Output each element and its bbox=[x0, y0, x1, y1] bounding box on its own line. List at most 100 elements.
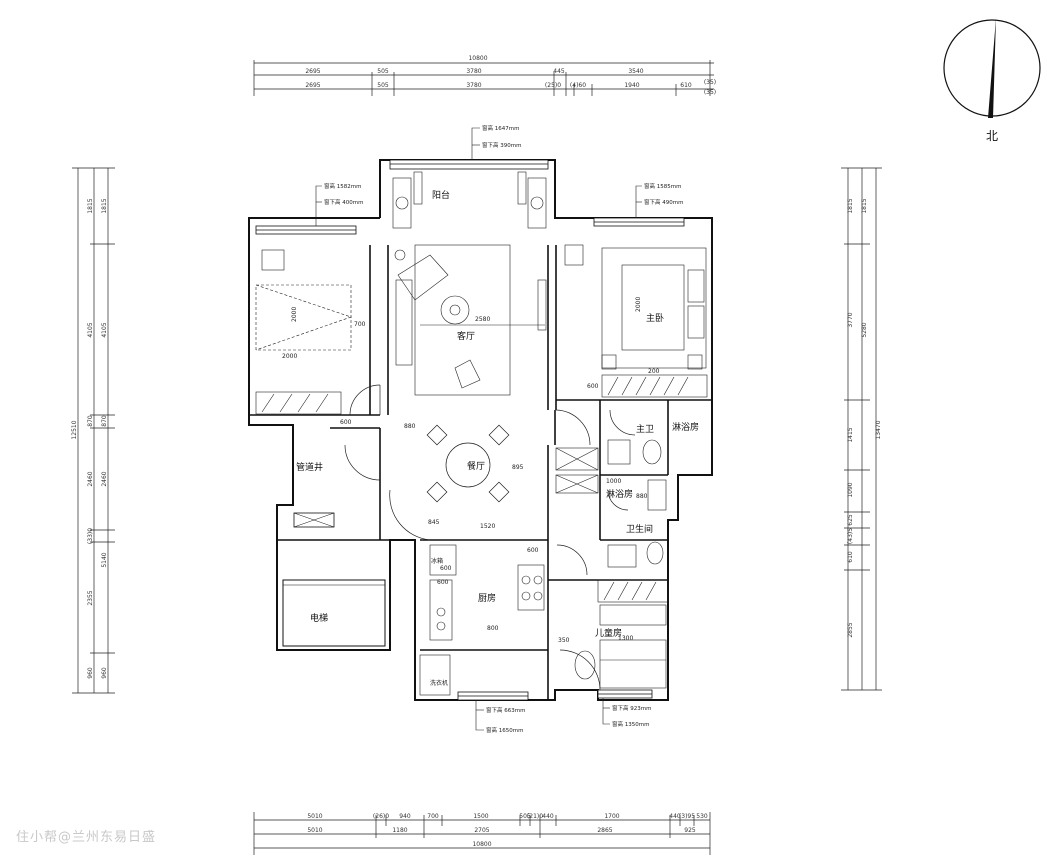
master-bedroom-furniture bbox=[564, 244, 708, 398]
left-bedroom-furniture bbox=[255, 249, 352, 415]
dim-left-c2-5: 2355 bbox=[87, 590, 94, 605]
dim-bot-r2-0: 5010 bbox=[307, 827, 322, 834]
dim-right-c3-0: 1815 bbox=[861, 198, 868, 213]
dim-top-r2-4: (4)60 bbox=[570, 82, 586, 89]
dim-bot-r1-11: 530 bbox=[696, 813, 708, 820]
note-bottom-sill: 窗下高 663mm bbox=[486, 706, 525, 714]
dim-right-c2-5: (43)5 bbox=[847, 528, 854, 544]
dim-right-c2-6: 610 bbox=[847, 551, 854, 563]
room-label-shower-2: 淋浴房 bbox=[606, 488, 633, 500]
dim-int-11: 350 bbox=[558, 637, 570, 644]
dim-int-15: 600 bbox=[587, 383, 599, 390]
dim-bot-total: 10800 bbox=[472, 841, 491, 848]
dim-bot-r2-1: 1180 bbox=[392, 827, 407, 834]
note-left-height: 窗高 1582mm bbox=[324, 182, 361, 190]
compass-north-label: 北 bbox=[986, 129, 998, 143]
dim-bot-r1-3: 700 bbox=[427, 813, 439, 820]
dim-bot-r1-5: 505 bbox=[519, 813, 531, 820]
room-label-master: 主卧 bbox=[646, 312, 664, 324]
note-top-height: 窗高 1647mm bbox=[482, 124, 519, 132]
windows bbox=[255, 159, 685, 701]
label-washer: 洗衣机 bbox=[430, 679, 448, 687]
room-label-elevator: 电梯 bbox=[310, 612, 328, 624]
dim-int-1: 2000 bbox=[291, 307, 298, 322]
note-bottom-right-sill: 窗下高 923mm bbox=[612, 704, 651, 712]
dim-left-c2-2: 870 bbox=[87, 415, 94, 427]
room-label-balcony: 阳台 bbox=[432, 189, 450, 201]
dim-right-c3-1: 3770 bbox=[847, 312, 854, 327]
second-bath-fixtures bbox=[607, 479, 667, 568]
label-fridge: 冰箱 bbox=[431, 557, 443, 565]
dim-int-0: 2000 bbox=[282, 353, 297, 360]
dim-left-c3-0: 1815 bbox=[101, 198, 108, 213]
dining-table bbox=[426, 424, 510, 503]
room-label-master-bath: 主卫 bbox=[636, 423, 654, 435]
dim-top-r1-5: (35) bbox=[704, 79, 716, 86]
dim-int-14: 895 bbox=[512, 464, 524, 471]
dim-top-r1-4: 3540 bbox=[628, 68, 643, 75]
dim-left-c2-6: 960 bbox=[87, 667, 94, 679]
dim-top-r2-6: 610 bbox=[680, 82, 692, 89]
dim-top-r2-1: 505 bbox=[377, 82, 389, 89]
dim-left-c3-1: 4105 bbox=[101, 322, 108, 337]
dim-bot-r1-1: (26)0 bbox=[373, 813, 389, 820]
dim-right-c2-1: 5280 bbox=[861, 322, 868, 337]
top-dimension-lines bbox=[253, 60, 714, 96]
dim-top-r1-2: 3780 bbox=[466, 68, 481, 75]
dim-bot-r1-4: 1500 bbox=[473, 813, 488, 820]
dim-left-c3-4: 5140 bbox=[101, 552, 108, 567]
dim-bot-r2-2: 2705 bbox=[474, 827, 489, 834]
room-label-duct: 管道井 bbox=[296, 461, 323, 473]
dim-top-r1-3: 445 bbox=[553, 68, 565, 75]
note-left-sill: 窗下高 400mm bbox=[324, 198, 363, 206]
dim-int-10: 800 bbox=[487, 625, 499, 632]
duct-cabinet bbox=[293, 512, 335, 528]
elevator-shaft bbox=[282, 579, 386, 647]
dim-int-18: 200 bbox=[648, 368, 660, 375]
dim-bot-r1-9: 440 bbox=[669, 813, 681, 820]
dim-int-5: 2580 bbox=[475, 316, 490, 323]
dim-left-c3-3: 2460 bbox=[101, 471, 108, 486]
dim-top-r1-1: 505 bbox=[377, 68, 389, 75]
dim-top-r2-3: (25)0 bbox=[545, 82, 561, 89]
note-bottom-right-height: 窗高 1350mm bbox=[612, 720, 649, 728]
note-bottom-height: 窗高 1650mm bbox=[486, 726, 523, 734]
dim-int-17: 2000 bbox=[635, 297, 642, 312]
note-right-height: 窗高 1585mm bbox=[644, 182, 681, 190]
note-right-sill: 窗下高 490mm bbox=[644, 198, 683, 206]
dim-left-c2-1: 4105 bbox=[87, 322, 94, 337]
dim-right-c2-3: 1090 bbox=[847, 482, 854, 497]
bottom-dimension-lines bbox=[253, 812, 711, 855]
room-label-bathroom: 卫生间 bbox=[626, 523, 653, 535]
dim-right-c2-4: 625 bbox=[847, 514, 854, 526]
kitchen-fixtures bbox=[419, 544, 545, 696]
living-room-furniture bbox=[394, 244, 547, 396]
dim-bot-r1-0: 5010 bbox=[307, 813, 322, 820]
children-room-furniture bbox=[574, 579, 669, 689]
dim-int-3: 600 bbox=[340, 419, 352, 426]
dim-top-r2-5: 1940 bbox=[624, 82, 639, 89]
dim-int-7: 600 bbox=[527, 547, 539, 554]
dim-int-8: 600 bbox=[437, 579, 449, 586]
right-dimension-lines bbox=[841, 167, 882, 691]
dim-int-2: 700 bbox=[354, 321, 366, 328]
dim-left-c2-0: 1815 bbox=[87, 198, 94, 213]
dim-bot-r1-8: 1700 bbox=[604, 813, 619, 820]
dim-top-r2-7: (35) bbox=[704, 89, 716, 96]
room-label-shower-1: 淋浴房 bbox=[672, 421, 699, 433]
interior-walls bbox=[249, 245, 712, 700]
master-bath-fixtures bbox=[555, 439, 662, 494]
dim-top-r2-2: 3780 bbox=[466, 82, 481, 89]
dim-bot-r2-4: 925 bbox=[684, 827, 696, 834]
window-note-leaders bbox=[315, 127, 642, 731]
dim-int-13: 880 bbox=[636, 493, 648, 500]
dim-int-9: 600 bbox=[440, 565, 452, 572]
left-dimension-lines bbox=[72, 167, 115, 694]
dim-int-16: 845 bbox=[428, 519, 440, 526]
dim-int-12: 1000 bbox=[606, 478, 621, 485]
dim-bot-r1-10: (3)95 bbox=[679, 813, 695, 820]
dim-int-19: 1300 bbox=[618, 635, 633, 642]
dim-left-c3-5: 960 bbox=[101, 667, 108, 679]
dim-bot-r1-2: 940 bbox=[399, 813, 411, 820]
